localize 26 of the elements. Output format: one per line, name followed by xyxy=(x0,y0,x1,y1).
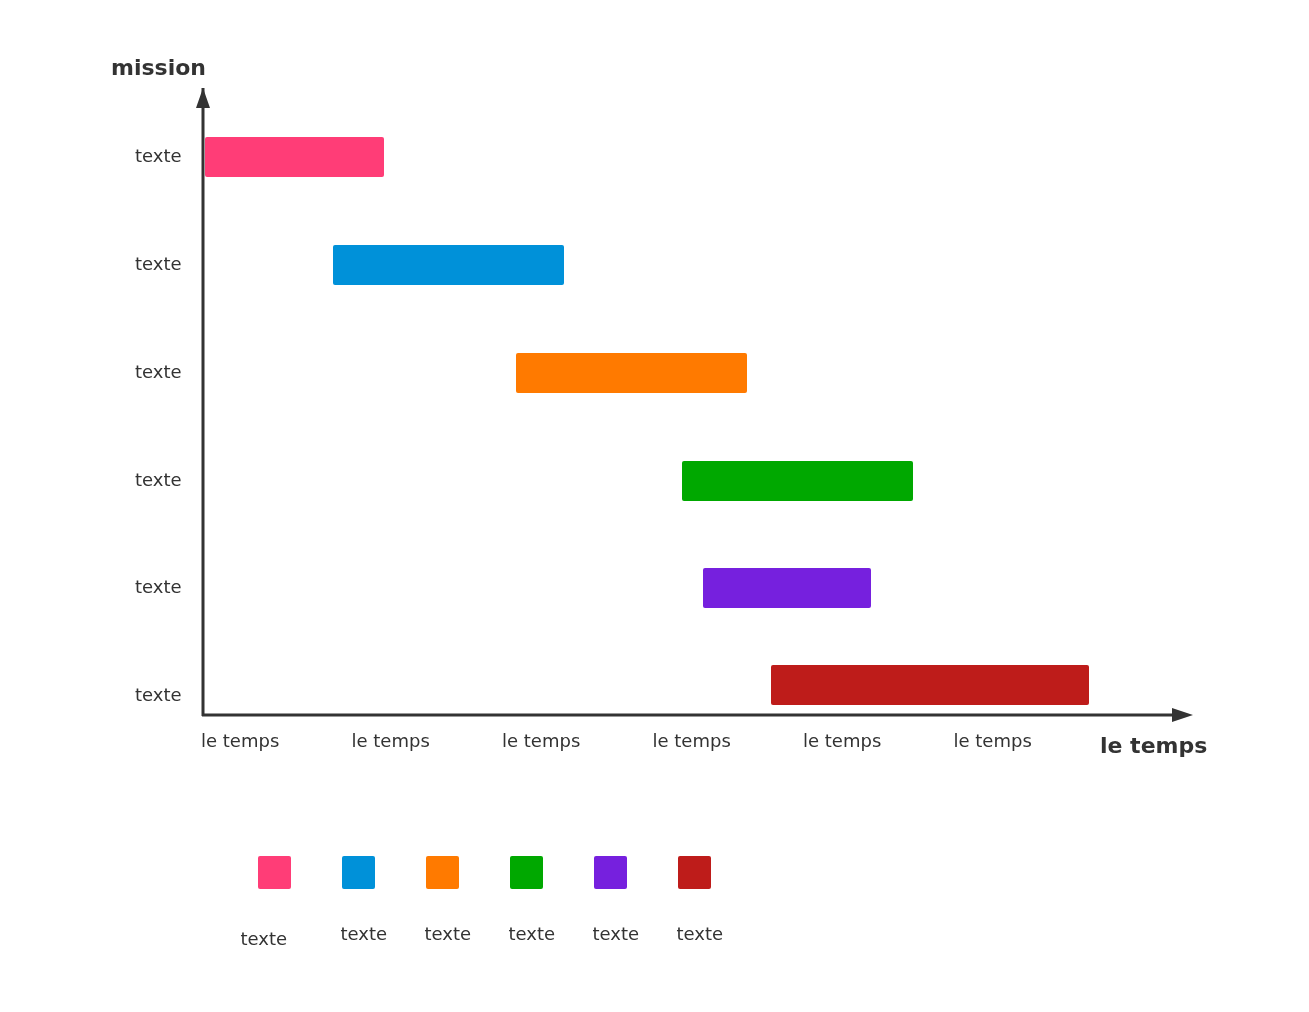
legend-label: texte xyxy=(676,923,724,945)
row-label: texte xyxy=(135,145,182,167)
tick-label: le temps xyxy=(953,730,1032,752)
legend-label: texte xyxy=(508,923,556,945)
legend-label: texte xyxy=(340,923,388,945)
gantt-bar xyxy=(205,137,384,177)
gantt-bar xyxy=(682,461,913,501)
tick-label: le temps xyxy=(652,730,731,752)
axis-title: mission xyxy=(111,55,206,82)
row-label: texte xyxy=(135,469,182,491)
gantt-bar xyxy=(703,568,871,608)
row-label: texte xyxy=(135,576,182,598)
tick-label: le temps xyxy=(803,730,882,752)
axis-title: le temps xyxy=(1100,733,1208,760)
tick-label: le temps xyxy=(201,730,280,752)
tick-label: le temps xyxy=(502,730,581,752)
gantt-bar xyxy=(516,353,747,393)
gantt-bar xyxy=(333,245,564,285)
legend-label: texte xyxy=(424,923,472,945)
row-label: texte xyxy=(135,361,182,383)
legend-label: texte xyxy=(240,928,288,950)
tick-label: le temps xyxy=(351,730,430,752)
legend-label: texte xyxy=(592,923,640,945)
row-label: texte xyxy=(135,253,182,275)
row-label: texte xyxy=(135,684,182,706)
gantt-bar xyxy=(771,665,1089,705)
